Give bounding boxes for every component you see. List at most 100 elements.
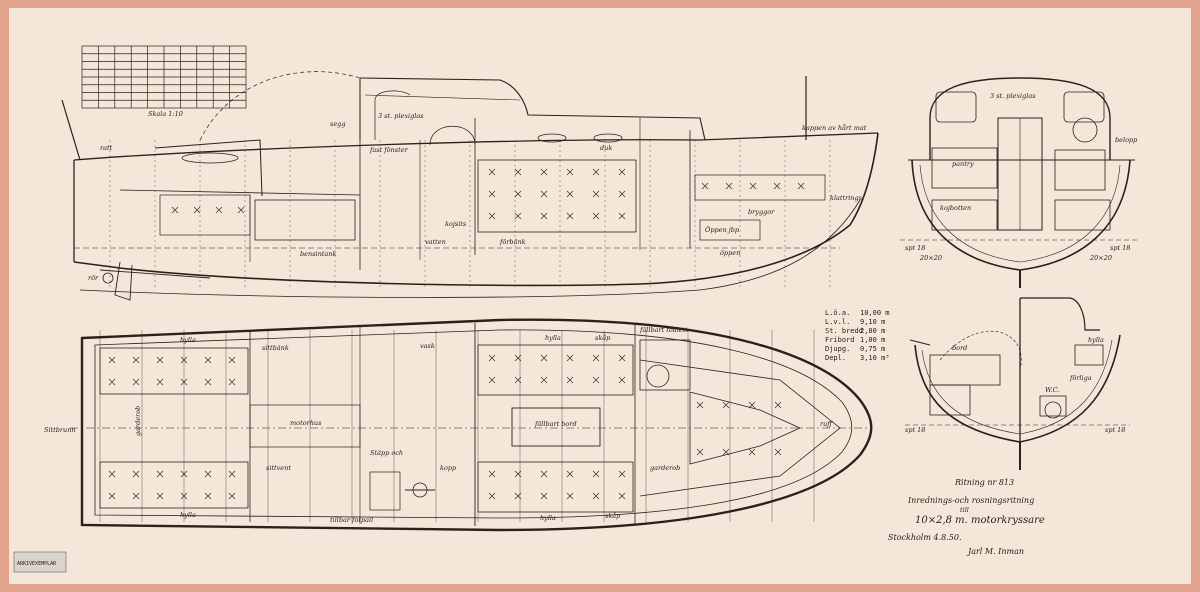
profile-cushions bbox=[171, 168, 805, 220]
cushion-cross bbox=[618, 470, 626, 478]
profile-view bbox=[61, 71, 879, 301]
cushion-cross bbox=[156, 492, 164, 500]
cushion-cross bbox=[204, 378, 212, 386]
plan-label-fallbart-bord: fällbart bord bbox=[534, 420, 577, 428]
cushion-cross bbox=[618, 190, 626, 198]
cushion-cross bbox=[592, 492, 600, 500]
cushion-cross bbox=[540, 168, 548, 176]
archive-stamp-text: ARKIVEXEMPLAR bbox=[17, 561, 57, 567]
cushion-cross bbox=[488, 212, 496, 220]
cushion-cross bbox=[514, 376, 522, 384]
cushion-cross bbox=[108, 356, 116, 364]
secA-bottom-right: 20×20 bbox=[1089, 254, 1112, 262]
cushion-cross bbox=[108, 492, 116, 500]
title-line2: till bbox=[960, 506, 969, 514]
secA-frame-right: spt 18 bbox=[1110, 244, 1130, 252]
plan-cushions bbox=[108, 354, 782, 500]
cushion-cross bbox=[618, 376, 626, 384]
cushion-cross bbox=[773, 182, 781, 190]
cushion-cross bbox=[696, 448, 704, 456]
cushion-cross bbox=[696, 401, 704, 409]
cushion-cross bbox=[228, 356, 236, 364]
cushion-cross bbox=[592, 190, 600, 198]
cushion-cross bbox=[488, 190, 496, 198]
cushion-cross bbox=[108, 378, 116, 386]
spec-1-label: L.v.l. bbox=[825, 318, 850, 326]
secB-frame-right: spt 18 bbox=[1105, 426, 1125, 434]
cushion-cross bbox=[749, 182, 757, 190]
cushion-cross bbox=[488, 376, 496, 384]
cushion-cross bbox=[204, 356, 212, 364]
section-b bbox=[905, 297, 1130, 470]
cushion-cross bbox=[701, 182, 709, 190]
label-duk: duk bbox=[600, 144, 612, 152]
cushion-cross bbox=[566, 212, 574, 220]
cushion-cross bbox=[193, 206, 201, 214]
cushion-cross bbox=[132, 378, 140, 386]
cushion-cross bbox=[514, 470, 522, 478]
label-forbank: förbänk bbox=[499, 238, 526, 246]
cushion-cross bbox=[566, 376, 574, 384]
cushion-cross bbox=[514, 168, 522, 176]
cushion-cross bbox=[180, 378, 188, 386]
spec-5-value: 3,10 m³ bbox=[860, 354, 890, 362]
cushion-cross bbox=[228, 492, 236, 500]
label-cabin-window: 3 st. plexiglas bbox=[378, 112, 424, 120]
secA-frame-left: spt 18 bbox=[905, 244, 925, 252]
cushion-cross bbox=[132, 356, 140, 364]
title-place-date: Stockholm 4.8.50. bbox=[888, 533, 961, 542]
scale-label: Skala 1:10 bbox=[148, 110, 183, 118]
spec-3-value: 1,00 m bbox=[860, 336, 885, 344]
cushion-cross bbox=[540, 190, 548, 198]
cushion-cross bbox=[514, 190, 522, 198]
spec-1-value: 9,10 m bbox=[860, 318, 885, 326]
plan-label-hylla-top2: hylla bbox=[545, 334, 561, 342]
cushion-cross bbox=[180, 470, 188, 478]
spec-3-label: Fribord bbox=[825, 336, 855, 344]
cushion-cross bbox=[566, 168, 574, 176]
cushion-cross bbox=[540, 354, 548, 362]
cushion-cross bbox=[592, 354, 600, 362]
cushion-cross bbox=[618, 168, 626, 176]
cushion-cross bbox=[132, 470, 140, 478]
cushion-cross bbox=[514, 354, 522, 362]
cushion-cross bbox=[748, 448, 756, 456]
plan-view bbox=[70, 318, 873, 532]
secB-bord: bord bbox=[952, 344, 967, 352]
label-fixed-win: fast fönster bbox=[369, 146, 409, 154]
spec-5-label: Depl. bbox=[825, 354, 846, 362]
section-a bbox=[900, 77, 1140, 288]
cushion-cross bbox=[171, 206, 179, 214]
label-oppen-jbp: Öppen jbp bbox=[705, 225, 740, 234]
cushion-cross bbox=[722, 448, 730, 456]
plan-label-hylla-bottom2: hylla bbox=[540, 514, 556, 522]
cushion-cross bbox=[725, 182, 733, 190]
cushion-cross bbox=[237, 206, 245, 214]
secB-hylla: hylla bbox=[1088, 336, 1104, 344]
archive-stamp bbox=[13, 551, 67, 573]
plan-label-sittbrunn: Sittbrunn bbox=[44, 426, 76, 434]
cushion-cross bbox=[514, 492, 522, 500]
label-klattring: klattrings bbox=[830, 194, 863, 202]
cushion-cross bbox=[156, 470, 164, 478]
title-line1: Inrednings-och rosningsritning bbox=[907, 496, 1034, 505]
plan-label-vask: vask bbox=[420, 342, 435, 350]
cushion-cross bbox=[228, 378, 236, 386]
title-block: Ritning nr 813 Inrednings-och rosningsri… bbox=[888, 478, 1045, 556]
cushion-cross bbox=[618, 492, 626, 500]
cushion-cross bbox=[488, 470, 496, 478]
cushion-cross bbox=[204, 470, 212, 478]
cushion-cross bbox=[514, 212, 522, 220]
secA-belopp: belopp bbox=[1115, 136, 1138, 144]
cushion-cross bbox=[566, 354, 574, 362]
cushion-cross bbox=[108, 470, 116, 478]
label-bryggor: bryggor bbox=[748, 208, 775, 216]
cushion-cross bbox=[592, 168, 600, 176]
plan-label-kopp: kopp bbox=[440, 464, 457, 472]
plan-label-garderob: garderob bbox=[650, 464, 680, 472]
cushion-cross bbox=[566, 190, 574, 198]
plan-label-garderob-aft: garderob bbox=[134, 406, 142, 436]
spec-4-label: Djupg. bbox=[825, 345, 850, 353]
label-kojsits: kojsits bbox=[445, 220, 467, 228]
secA-kojbotten: kojbotten bbox=[940, 204, 971, 212]
